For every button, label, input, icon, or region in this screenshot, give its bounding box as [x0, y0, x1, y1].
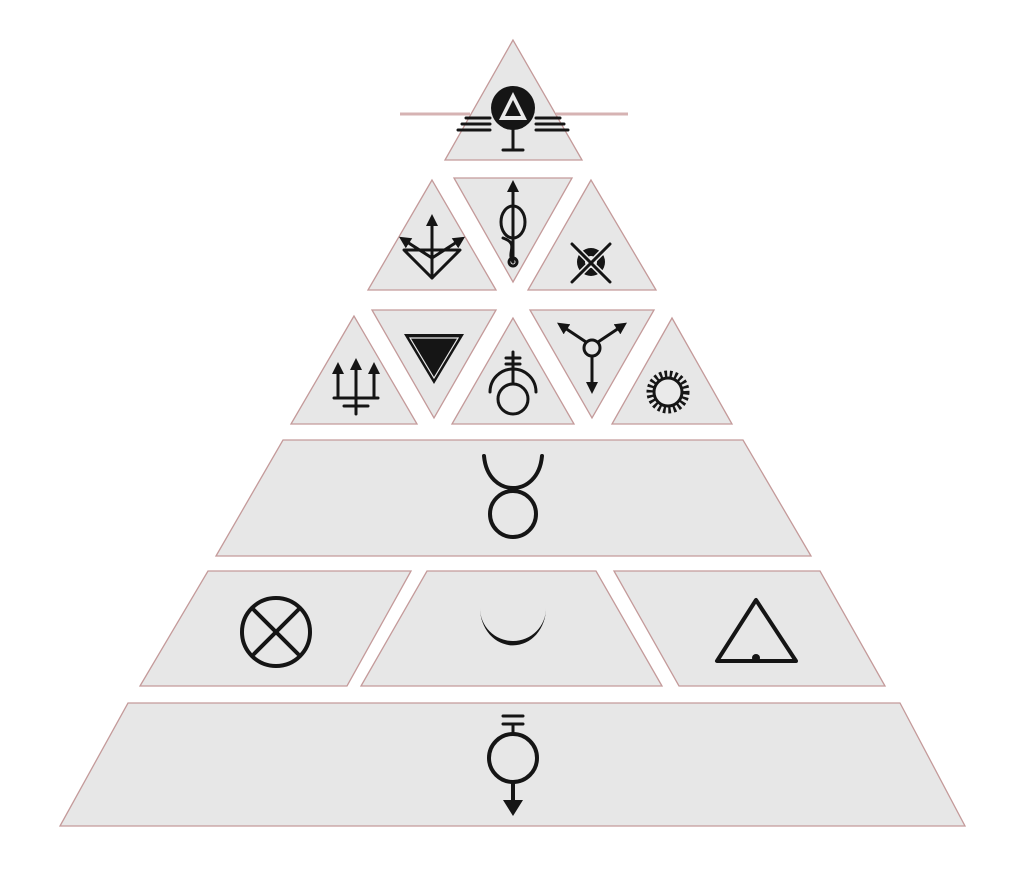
- crossed-wheel-glyph: [240, 596, 312, 668]
- crossed-circle-glyph: [570, 242, 612, 284]
- tier-5-cell-right: [612, 570, 887, 687]
- tier-2-cell-right: [526, 178, 658, 291]
- tier-5-row: [138, 570, 887, 687]
- tier-3-cell-5: [610, 316, 734, 425]
- tier-5-cell-left: [138, 570, 413, 687]
- tier-6-cell: [58, 702, 967, 827]
- tier-3-cell-4: [528, 309, 656, 420]
- mars-cross-glyph: [487, 714, 539, 816]
- arched-circle-glyph: [488, 350, 538, 416]
- tier-2-row: [366, 177, 658, 291]
- triangle-dot-glyph: [715, 598, 798, 663]
- inverted-triangle-glyph: [404, 334, 464, 384]
- eye-of-pyramid-glyph: [400, 86, 628, 152]
- tier-3-cell-1: [289, 314, 419, 425]
- apex-cell: [400, 38, 628, 161]
- three-arrows-glyph: [557, 322, 627, 394]
- tier-2-cell-middle: [452, 177, 574, 284]
- taurus-glyph: [482, 454, 544, 539]
- sun-gear-glyph: [646, 370, 690, 414]
- arrows-shield-glyph: [398, 214, 466, 280]
- tier-2-cell-left: [366, 178, 498, 291]
- tier-5-cell-middle: [359, 570, 664, 687]
- tier-3-row: [289, 309, 734, 425]
- tier-3-cell-2: [370, 309, 498, 420]
- tier-3-cell-3: [450, 316, 576, 425]
- tier-4-cell: [214, 439, 813, 557]
- triple-trident-glyph: [332, 358, 380, 416]
- caduceus-glyph: [499, 180, 527, 268]
